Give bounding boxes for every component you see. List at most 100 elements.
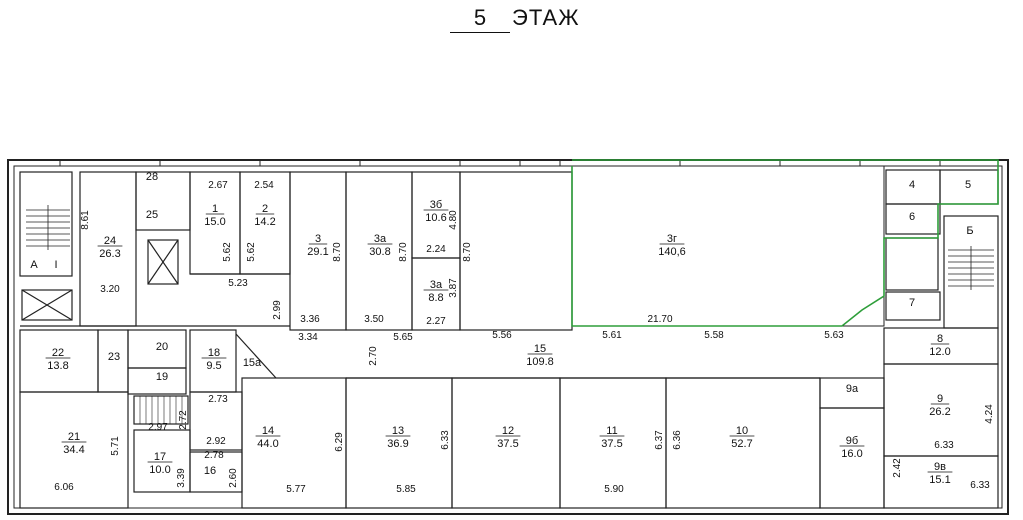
room-number: 8 (937, 333, 943, 345)
stair-marker: I (54, 259, 57, 271)
room-area: 52.7 (731, 438, 752, 450)
room-number: 3а (430, 279, 443, 291)
room-number: 18 (208, 347, 220, 359)
room-number: 11 (606, 425, 617, 437)
room-area: 15.0 (204, 216, 225, 228)
room-number: 19 (156, 371, 168, 383)
room-area: 34.4 (63, 444, 84, 456)
room-area: 26.3 (99, 248, 120, 260)
dimension-label: 8.70 (332, 242, 343, 262)
dimension-label: 5.85 (396, 484, 416, 495)
dimension-label: 6.33 (934, 440, 954, 451)
dimension-label: 6.06 (54, 482, 74, 493)
dimension-label: 2.78 (204, 450, 224, 461)
dimension-label: 3.20 (100, 284, 120, 295)
floor-number: 5 (450, 4, 510, 33)
room-area: 10.0 (149, 464, 170, 476)
room-number: 6 (909, 211, 915, 223)
dimension-label: 2.42 (892, 458, 903, 478)
dimension-label: 5.65 (393, 332, 413, 343)
room-area: 26.2 (929, 406, 950, 418)
dimension-label: 5.62 (246, 242, 257, 262)
floor-title: 5 ЭТАЖ (450, 4, 610, 38)
room-number: 20 (156, 341, 168, 353)
dimension-label: 6.37 (654, 430, 665, 450)
room-area: 109.8 (526, 356, 554, 368)
dimension-label: 2.24 (426, 244, 446, 255)
room-number: 3б (430, 199, 442, 211)
room-number: 7 (909, 297, 915, 309)
room-number: 9а (846, 383, 859, 395)
dimension-label: 3.87 (448, 278, 459, 298)
dimension-label: 5.23 (228, 278, 248, 289)
stair-label: А (30, 259, 38, 271)
dimension-label: 5.62 (222, 242, 233, 262)
room-area: 8.8 (428, 292, 443, 304)
room-number: 23 (108, 351, 120, 363)
room-area: 30.8 (369, 246, 390, 258)
room-number: 25 (146, 209, 158, 221)
dimension-label: 2.73 (208, 394, 228, 405)
dimension-label: 2.72 (178, 410, 189, 430)
dimension-label: 3.36 (300, 314, 320, 325)
dimension-label: 4.24 (984, 404, 995, 424)
room-number: 1 (212, 203, 218, 215)
room-area: 15.1 (929, 474, 950, 486)
dimension-label: 5.61 (602, 330, 622, 341)
dimension-label: 6.36 (672, 430, 683, 450)
room-number: 9б (846, 435, 858, 447)
dimension-label: 2.60 (228, 468, 239, 488)
room-number: 3г (667, 233, 677, 245)
room-number: 2 (262, 203, 268, 215)
dimension-label: 5.77 (286, 484, 306, 495)
room-number: 21 (68, 431, 80, 443)
dimension-label: 5.56 (492, 330, 512, 341)
room-number: 3 (315, 233, 321, 245)
dimension-label: 8.70 (398, 242, 409, 262)
room-area: 37.5 (497, 438, 518, 450)
dimension-label: 6.29 (334, 432, 345, 452)
dimension-label: 2.97 (148, 422, 168, 433)
room-number: 4 (909, 179, 915, 191)
stair-label: Б (966, 225, 973, 237)
dimension-label: 5.71 (110, 436, 121, 456)
room-number: 5 (965, 179, 971, 191)
room-number: 14 (262, 425, 274, 437)
dimension-label: 5.90 (604, 484, 624, 495)
room-number: 3а (374, 233, 387, 245)
room-number: 15а (243, 357, 262, 369)
dimension-label: 21.70 (647, 314, 672, 325)
room-area: 44.0 (257, 438, 278, 450)
dimension-label: 2.27 (426, 316, 446, 327)
dimension-label: 3.50 (364, 314, 384, 325)
room-number: 12 (502, 425, 514, 437)
highlight-outline (571, 159, 999, 327)
room-number: 28 (146, 171, 158, 183)
dimension-label: 8.70 (462, 242, 473, 262)
room-number: 9в (934, 461, 946, 473)
room-area: 14.2 (254, 216, 275, 228)
dimension-label: 3.39 (176, 468, 187, 488)
room-number: 15 (534, 343, 546, 355)
dimension-label: 2.92 (206, 436, 226, 447)
room-number: 10 (736, 425, 748, 437)
room-number: 9 (937, 393, 943, 405)
room-number: 22 (52, 347, 64, 359)
room-area: 36.9 (387, 438, 408, 450)
dimension-label: 3.34 (298, 332, 318, 343)
room-number: 24 (104, 235, 116, 247)
dimension-label: 2.67 (208, 180, 228, 191)
room-area: 16.0 (841, 448, 862, 460)
dimension-label: 4.80 (448, 210, 459, 230)
room-area: 9.5 (206, 360, 221, 372)
room-area: 12.0 (929, 346, 950, 358)
floor-label: ЭТАЖ (512, 5, 580, 30)
dimension-label: 5.63 (824, 330, 844, 341)
room-area: 13.8 (47, 360, 68, 372)
room-area: 140,6 (658, 246, 686, 258)
dimension-label: 5.58 (704, 330, 724, 341)
dimension-label: 8.61 (80, 210, 91, 230)
dimension-label: 2.70 (368, 346, 379, 366)
room-number: 17 (154, 451, 166, 463)
